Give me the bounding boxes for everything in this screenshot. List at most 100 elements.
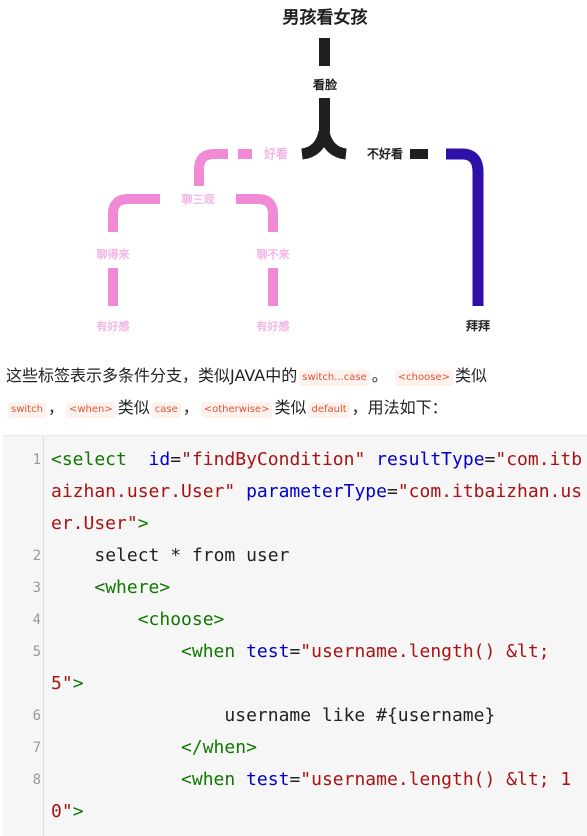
line-number: 2 (32, 548, 41, 564)
dark-stub-right (410, 149, 428, 159)
code-line: 4 <choose> (3, 604, 587, 636)
code-token: > (72, 673, 84, 694)
pink-chat-right-curve (236, 194, 278, 232)
code-token: <when (181, 641, 236, 662)
line-number: 6 (32, 708, 41, 724)
inline-code-switch-case: switch...case (299, 370, 370, 386)
node-chat: 聊三观 (182, 192, 215, 206)
code-token: "com.itbaizhan.user.User" (51, 481, 583, 534)
code-token (235, 769, 246, 790)
line-number: 5 (32, 644, 41, 660)
code-token: resultType (376, 449, 485, 470)
code-token (365, 449, 376, 470)
code-token: "com.itbaizhan.user.User" (51, 449, 583, 502)
split-right (318, 130, 347, 160)
code-text: </when> (51, 732, 587, 764)
line-number: 3 (32, 580, 41, 596)
code-lines: 1<select id="findByCondition" resultType… (3, 436, 587, 828)
code-token (51, 737, 181, 758)
code-token: = (386, 481, 398, 502)
code-token: "username.length() &lt; 10" (51, 769, 572, 822)
code-text: <choose> (51, 604, 587, 636)
inline-code-default: default (308, 402, 350, 418)
intro-text: ，用法如下： (351, 398, 448, 417)
inline-code-choose: <choose> (394, 370, 453, 386)
code-token: = (170, 449, 182, 470)
chat-fail: 聊不来 (257, 247, 291, 261)
code-token: <choose> (137, 609, 225, 630)
code-token (51, 609, 138, 630)
code-token: = (289, 641, 301, 662)
code-token (235, 481, 246, 502)
code-token: > (72, 801, 84, 822)
pink-ok-down (108, 268, 118, 306)
inline-code-when: <when> (65, 402, 116, 418)
code-token: </when> (181, 737, 257, 758)
line-number: 7 (32, 740, 41, 756)
code-line: 7 </when> (3, 732, 587, 764)
code-block: 1<select id="findByCondition" resultType… (3, 435, 587, 836)
code-token: parameterType (246, 481, 387, 502)
intro-text: 类似 (117, 398, 150, 417)
code-token: <select (51, 449, 127, 470)
code-token: "username.length() &lt; 5" (51, 641, 561, 694)
code-line: 1<select id="findByCondition" resultType… (3, 444, 587, 540)
code-token: select * from user (51, 545, 290, 566)
code-token: = (484, 449, 496, 470)
code-token: test (246, 769, 290, 790)
pink-fail-down (268, 268, 278, 306)
code-token: "findByCondition" (181, 449, 366, 470)
line-number: 1 (32, 452, 41, 468)
code-token: <where> (94, 577, 171, 598)
code-token (235, 641, 246, 662)
code-text: <when test="username.length() &lt; 5"> (51, 636, 587, 700)
branch-bad: 不好看 (367, 146, 403, 161)
node-look: 看脸 (313, 77, 338, 92)
code-text: <select id="findByCondition" resultType=… (51, 444, 587, 540)
code-text: username like #{username} (51, 700, 587, 732)
code-line: 2 select * from user (3, 540, 587, 572)
code-token: username like #{username} (51, 705, 496, 726)
code-line: 3 <where> (3, 572, 587, 604)
inline-code-otherwise: <otherwise> (200, 402, 273, 418)
code-token (127, 449, 149, 470)
intro-text: 。 (371, 366, 388, 385)
flowchart-diagram: 男孩看女孩 看脸 好看 不好看 聊三观 聊得来 聊不来 有好感 有好感 拜拜 (97, 7, 491, 333)
pink-good-curve (194, 149, 228, 186)
code-line: 5 <when test="username.length() &lt; 5"> (3, 636, 587, 700)
intro-text: 类似 (455, 366, 488, 385)
result-bye: 拜拜 (466, 318, 490, 333)
code-token: test (246, 641, 290, 662)
code-token: <when (181, 769, 236, 790)
code-token: id (148, 449, 171, 470)
code-token (51, 769, 181, 790)
code-text: <when test="username.length() &lt; 10"> (51, 764, 587, 828)
line-number: 8 (32, 772, 41, 788)
intro-text: ， (182, 398, 199, 417)
code-line: 8 <when test="username.length() &lt; 10"… (3, 764, 587, 828)
branch-good: 好看 (263, 146, 288, 161)
result-ok: 有好感 (97, 319, 130, 333)
code-token: = (289, 769, 301, 790)
code-text: select * from user (51, 540, 587, 572)
code-token (51, 641, 181, 662)
trunk-mid (319, 98, 330, 132)
result-fail: 有好感 (257, 319, 290, 333)
inline-code-switch: switch (8, 402, 46, 418)
pink-stub-left (238, 149, 252, 159)
line-number: 4 (32, 612, 41, 628)
chat-ok: 聊得来 (97, 247, 131, 261)
purple-curve (446, 148, 484, 306)
inline-code-case: case (151, 402, 181, 418)
code-line: 6 username like #{username} (3, 700, 587, 732)
trunk-top (319, 38, 330, 66)
code-token (51, 577, 94, 598)
code-token: > (137, 513, 149, 534)
intro-text: 类似 (274, 398, 307, 417)
diagram-title: 男孩看女孩 (283, 7, 368, 28)
pink-chat-left-curve (108, 194, 160, 232)
code-text: <where> (51, 572, 587, 604)
gutter-divider (43, 436, 44, 836)
intro-text: ， (47, 398, 64, 417)
